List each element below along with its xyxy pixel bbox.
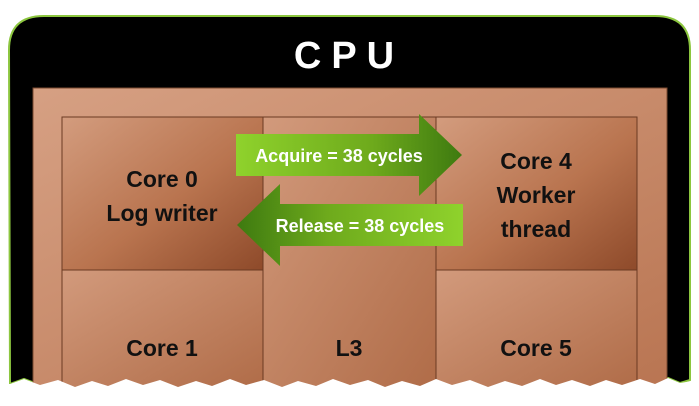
acquire-arrow-label: Acquire = 38 cycles: [255, 146, 423, 166]
cell-core5: [435, 269, 638, 389]
cell-core0: [61, 116, 264, 271]
torn-edge: [0, 378, 699, 406]
l3-label: L3: [336, 335, 363, 361]
core4-label-line3: thread: [501, 216, 571, 242]
core5-label: Core 5: [500, 335, 572, 361]
core0-label-line2: Log writer: [106, 200, 217, 226]
release-arrow: [237, 184, 463, 266]
core4-label-line1: Core 4: [500, 148, 572, 174]
core4-label-line2: Worker: [497, 182, 576, 208]
acquire-arrow: [236, 114, 462, 196]
release-arrow-label: Release = 38 cycles: [276, 216, 445, 236]
cell-core1: [61, 269, 264, 389]
core0-label-line1: Core 0: [126, 166, 198, 192]
cpu-title: CPU: [294, 35, 404, 77]
core1-label: Core 1: [126, 335, 198, 361]
